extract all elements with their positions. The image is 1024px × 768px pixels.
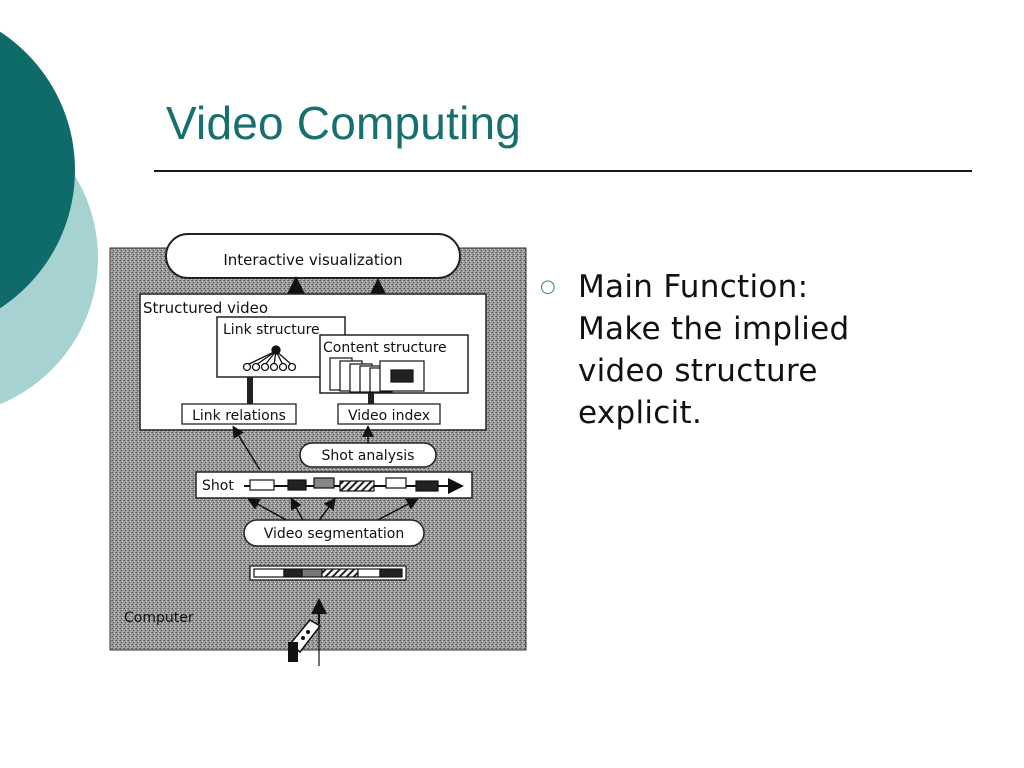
hollow-circle-bullet-icon: ○ — [540, 276, 556, 297]
raw-video-strip — [249, 565, 407, 581]
video-index-label: Video index — [348, 408, 430, 424]
link-relations-label: Link relations — [192, 408, 286, 424]
computer-label: Computer — [124, 610, 194, 626]
arrow-seg-to-shot-2 — [290, 497, 305, 523]
shot-analysis-label: Shot analysis — [322, 448, 415, 464]
bullet-text: Main Function: Make the implied video st… — [578, 266, 850, 434]
video-segmentation-box — [243, 519, 425, 547]
arrow-to-link-relations — [232, 425, 261, 471]
bullet-line: explicit. — [578, 395, 703, 431]
camera-icon — [288, 619, 322, 666]
slide-title: Video Computing — [166, 97, 522, 149]
shot-sequence — [244, 477, 464, 494]
video-computing-diagram: Interactive visualization Structured vid… — [109, 233, 527, 666]
stacked-frames-icon — [329, 357, 425, 393]
bullet-line: Make the implied — [578, 311, 850, 347]
shot-label: Shot — [202, 478, 234, 494]
content-structure-label: Content structure — [323, 340, 447, 356]
list-item: ○ Main Function: Make the implied video … — [540, 266, 920, 434]
arrow-seg-to-shot-4 — [373, 498, 419, 523]
bullet-line: Main Function: — [578, 269, 809, 305]
structured-video-label: Structured video — [143, 299, 268, 317]
link-structure-label: Link structure — [223, 322, 320, 338]
link-tree-icon — [242, 345, 297, 372]
title-divider — [154, 170, 972, 172]
decorative-circles — [0, 31, 98, 405]
bullet-line: video structure — [578, 353, 818, 389]
connector-content — [368, 393, 374, 405]
interactive-visualization-box — [165, 233, 461, 279]
dark-teal-circle — [0, 31, 75, 309]
arrow-seg-to-shot-1 — [247, 498, 291, 523]
link-relations-box — [181, 403, 297, 425]
interactive-visualization-label: Interactive visualization — [223, 251, 402, 269]
arrow-seg-to-shot-3 — [317, 497, 336, 523]
bullet-list: ○ Main Function: Make the implied video … — [540, 266, 920, 434]
video-index-box — [337, 403, 441, 425]
video-segmentation-label: Video segmentation — [264, 526, 404, 542]
connector-link — [247, 377, 253, 405]
